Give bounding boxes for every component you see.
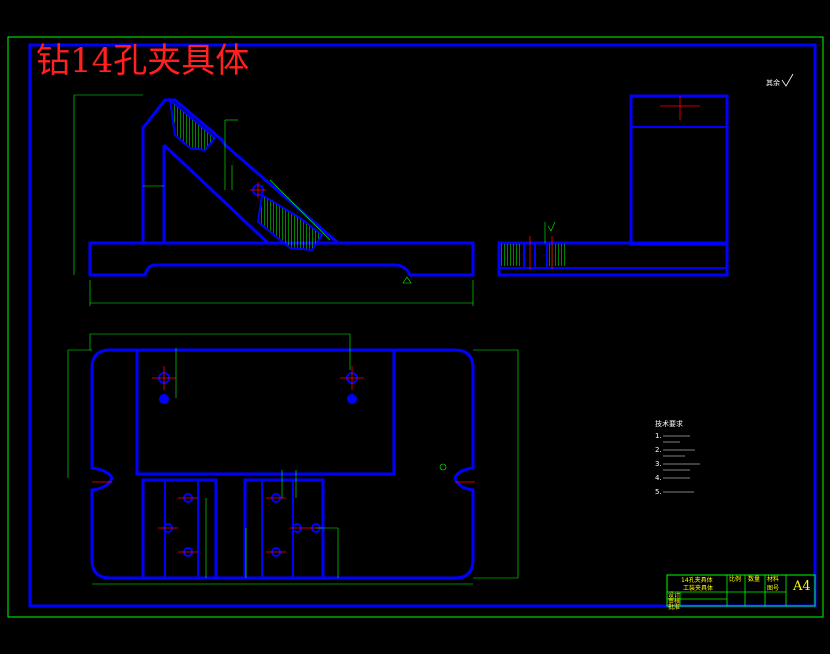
top-view — [67, 333, 519, 585]
title-block: 14孔夹具体 工装夹具体 比例 数量 材料 图号 A4 设计 审核 批准 — [666, 574, 816, 611]
outer-border — [7, 36, 824, 618]
technical-notes: 技术要求 1. 2. 3. 4. 5. — [655, 419, 700, 496]
svg-text:其余: 其余 — [766, 78, 780, 87]
svg-text:设计: 设计 — [668, 591, 680, 599]
svg-text:工装夹具体: 工装夹具体 — [683, 584, 713, 592]
svg-text:14孔夹具体: 14孔夹具体 — [681, 576, 713, 584]
svg-text:1.: 1. — [655, 432, 662, 440]
svg-text:4.: 4. — [655, 474, 662, 482]
svg-text:2.: 2. — [655, 446, 662, 454]
drawing-title: 钻14孔夹具体 — [36, 41, 249, 81]
inner-border — [28, 43, 817, 608]
svg-text:材料: 材料 — [767, 575, 779, 583]
svg-text:A4: A4 — [792, 579, 811, 594]
front-view — [73, 94, 475, 306]
svg-text:批准: 批准 — [668, 603, 680, 611]
svg-text:3.: 3. — [655, 460, 662, 468]
svg-text:图号: 图号 — [767, 585, 779, 592]
hole-markers — [158, 372, 358, 557]
svg-text:数量: 数量 — [748, 575, 760, 583]
side-view — [497, 94, 729, 277]
svg-text:5.: 5. — [655, 488, 662, 496]
svg-text:比例: 比例 — [729, 575, 741, 583]
svg-text:技术要求: 技术要求 — [655, 419, 683, 428]
svg-text:审核: 审核 — [668, 597, 680, 605]
roughness-symbol: 其余 — [766, 73, 794, 87]
